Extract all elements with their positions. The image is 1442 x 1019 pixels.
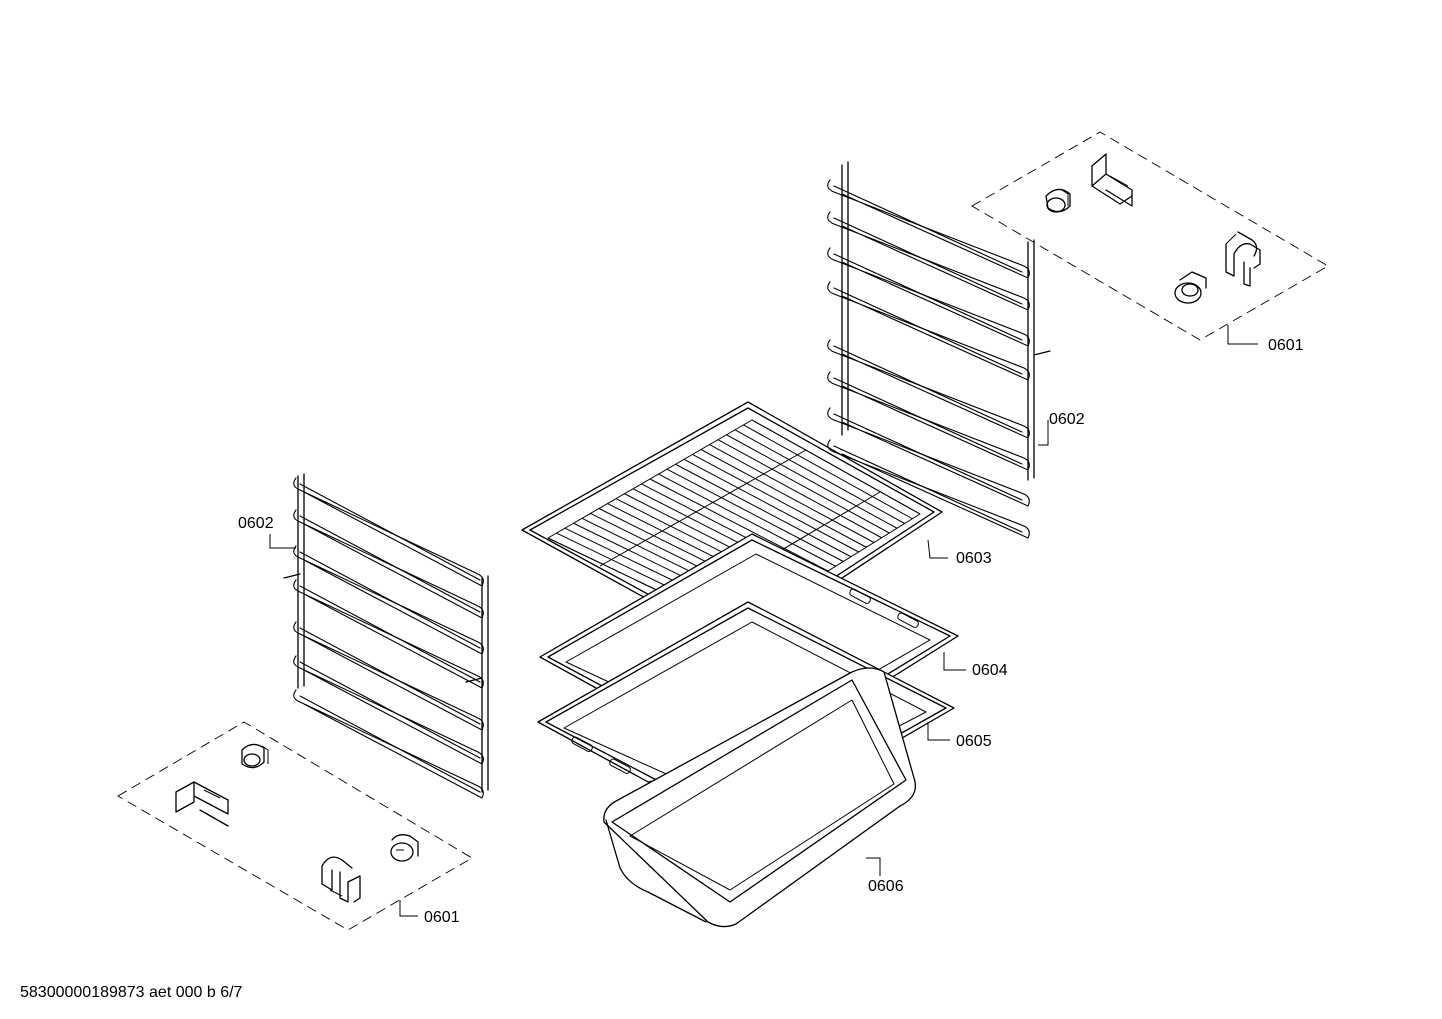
- fitting-kit-bottom-left: 0601: [117, 721, 473, 931]
- rail-wire: [827, 247, 1030, 347]
- rack-rod: [717, 439, 890, 534]
- round-plug-top: [1045, 188, 1071, 213]
- rack-rod: [734, 429, 905, 524]
- rail-wire: [833, 287, 1023, 375]
- rack-rod: [683, 458, 859, 553]
- label-0602-left: 0602: [238, 515, 274, 532]
- rail-wire: [299, 483, 481, 581]
- rail-wire: [833, 413, 1023, 501]
- rail-wire: [833, 217, 1023, 305]
- rail-wire: [827, 407, 1030, 507]
- rail-wire: [833, 185, 1023, 273]
- rail-wire: [833, 445, 1023, 533]
- rail-wire: [299, 515, 481, 613]
- rack-rod: [666, 468, 844, 562]
- drawing-reference-footer: 58300000189873 aet 000 b 6/7: [20, 984, 243, 1001]
- label-0606: 0606: [868, 878, 904, 895]
- rail-wire: [827, 179, 1030, 279]
- rack-crossbar: [599, 449, 807, 567]
- rack-rod: [658, 473, 836, 567]
- rack-rod: [751, 419, 921, 515]
- hook-clip-top: [1225, 231, 1261, 287]
- rail-wire: [827, 439, 1030, 539]
- label-0605: 0605: [956, 733, 992, 750]
- leader-0601-top: [1227, 325, 1258, 345]
- label-0604: 0604: [972, 662, 1008, 679]
- label-0601-top: 0601: [1268, 337, 1304, 354]
- rail-wire: [833, 345, 1023, 433]
- hook-clip-bottom: [321, 856, 361, 903]
- rotary-fixing-top: [1174, 271, 1207, 304]
- rail-wire: [293, 689, 484, 799]
- rail-wire: [299, 585, 481, 683]
- rail-wire: [293, 545, 484, 655]
- rack-rod: [700, 449, 875, 543]
- rail-wire: [827, 339, 1030, 439]
- rotary-fixing-bottom: [390, 834, 419, 862]
- rack-rod: [709, 444, 882, 539]
- rail-wire: [833, 253, 1023, 341]
- bracket-clip-bottom: [175, 781, 229, 827]
- rail-wire: [293, 509, 484, 619]
- rail-wire: [293, 579, 484, 689]
- rail-wire: [299, 661, 481, 759]
- label-0601-bottom: 0601: [424, 909, 460, 926]
- bracket-clip-top: [1091, 153, 1133, 207]
- label-0603: 0603: [956, 550, 992, 567]
- rail-wire: [293, 655, 484, 765]
- kit-boundary-dashed: [971, 131, 1329, 341]
- kit-boundary-dashed-bottom: [117, 721, 473, 931]
- rail-wire: [299, 551, 481, 649]
- rail-wire: [833, 377, 1023, 465]
- rail-wire: [293, 477, 484, 587]
- shelf-support-rail-right: 0602: [827, 161, 1085, 539]
- label-0602-right: 0602: [1049, 411, 1085, 428]
- rail-wire: [827, 371, 1030, 471]
- rail-wire: [299, 695, 481, 793]
- rail-wire: [827, 281, 1030, 381]
- rack-rod: [743, 424, 913, 520]
- rail-wire: [827, 211, 1030, 311]
- rack-rod: [692, 453, 867, 548]
- deep-pan: 0606: [603, 667, 917, 928]
- rack-rod: [649, 478, 829, 572]
- round-plug-bottom: [241, 743, 269, 769]
- rail-wire: [299, 627, 481, 725]
- rack-rod: [726, 434, 898, 529]
- shelf-support-rail-left: 0602: [238, 473, 489, 799]
- fitting-kit-top-right: 0601: [971, 131, 1329, 354]
- rail-wire: [293, 621, 484, 731]
- rack-rod: [675, 463, 852, 558]
